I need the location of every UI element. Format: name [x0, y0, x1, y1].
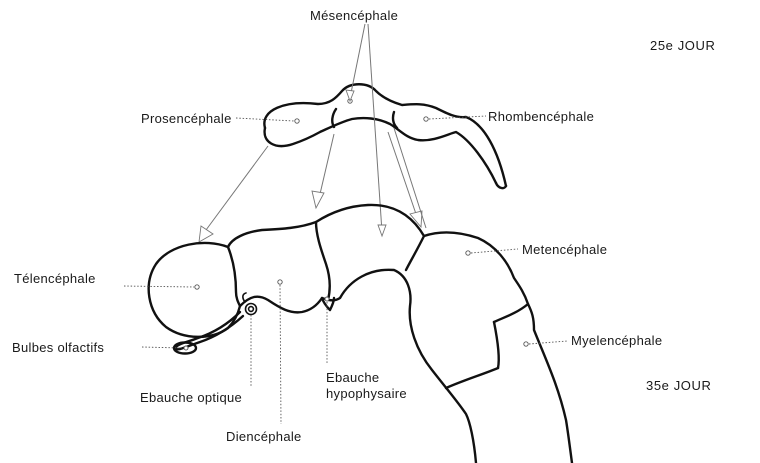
myelencephale-floor	[446, 368, 498, 388]
myelencephale-dot	[524, 342, 528, 346]
label-rhombencephale: Rhombencéphale	[488, 109, 594, 124]
arrow-rhombencephale-to-metencephale	[388, 132, 416, 214]
label-bulbes-olfactifs: Bulbes olfactifs	[12, 340, 104, 355]
optic-cup-outer	[246, 304, 257, 315]
arrow-prosencephale-to-telencephale	[206, 146, 268, 230]
label-myelencephale: Myelencéphale	[571, 333, 662, 348]
leader-myelencephale	[529, 341, 568, 344]
label-stage-35: 35e JOUR	[646, 378, 712, 393]
brain-35-day	[149, 205, 572, 463]
telencephale-diencephale-boundary	[228, 247, 240, 306]
label-mesencephale: Mésencéphale	[310, 8, 398, 23]
diencephale-mesencephale-boundary	[316, 222, 330, 300]
leader-diencephale	[280, 285, 281, 424]
labels: Mésencéphale 25e JOUR Prosencéphale Rhom…	[12, 8, 716, 444]
label-stage-25: 25e JOUR	[650, 38, 716, 53]
optic-cup-inner	[249, 307, 254, 312]
brain-dorsal-outline	[228, 205, 572, 463]
label-ebauche-hypophysaire-line2: hypophysaire	[326, 386, 407, 401]
arrowhead	[312, 191, 324, 208]
arrowhead	[199, 226, 213, 242]
arrow-rhombencephale-to-metencephale-2	[394, 128, 426, 228]
rhombencephale-lower-outline	[265, 118, 496, 183]
bulbes-olfactifs-dot	[184, 346, 188, 350]
arrowhead	[378, 225, 386, 236]
label-telencephale: Télencéphale	[14, 271, 96, 286]
label-metencephale: Metencéphale	[522, 242, 607, 257]
label-ebauche-hypophysaire-line1: Ebauche	[326, 370, 379, 385]
prosencephale-dot	[295, 119, 299, 123]
arrow-prosencephale-to-diencephale	[320, 134, 334, 194]
label-prosencephale: Prosencéphale	[141, 111, 232, 126]
brain-25-day	[264, 84, 506, 188]
rhombencephale-dot	[424, 117, 428, 121]
mesencephale-metencephale-boundary	[406, 236, 424, 270]
metencephale-myelencephale-boundary	[494, 304, 528, 322]
diencephale-dot	[278, 280, 282, 284]
prosencephale-vesicle	[264, 84, 506, 186]
arrowhead	[346, 90, 354, 101]
metencephale-dot	[466, 251, 470, 255]
telencephale-dot	[195, 285, 199, 289]
pointer-to-mesencephale	[350, 24, 365, 98]
hypophyse-dot	[325, 297, 329, 301]
myelencephale-lower-boundary	[494, 322, 499, 368]
pointer-to-mesencephale-35	[368, 24, 382, 232]
label-ebauche-optique: Ebauche optique	[140, 390, 242, 405]
label-diencephale: Diencéphale	[226, 429, 302, 444]
transformation-arrows	[199, 128, 426, 242]
leader-telencephale	[124, 286, 194, 287]
